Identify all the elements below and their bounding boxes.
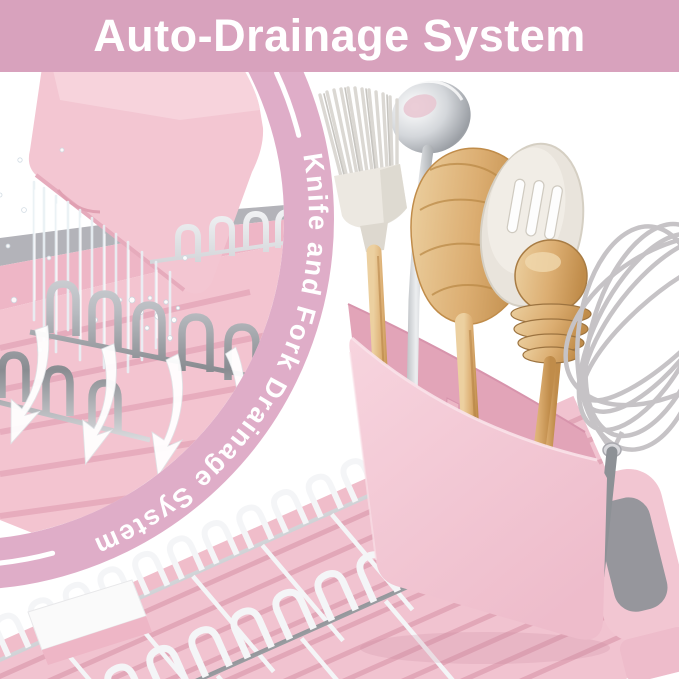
ring-dash-top xyxy=(274,70,302,138)
caddy-rim-highlight xyxy=(351,336,598,462)
title-banner: Auto-Drainage System xyxy=(0,0,679,72)
utensil-holder xyxy=(318,79,679,640)
rack-left-edge xyxy=(42,616,152,665)
banner-title: Auto-Drainage System xyxy=(93,9,586,61)
handle-gray-inset xyxy=(596,497,668,612)
caddy-shadow xyxy=(360,632,610,664)
caddy-front xyxy=(349,338,607,640)
brush-bristles xyxy=(318,86,399,182)
drainage-closeup-inset: Knife and Fork Drainage System xyxy=(0,0,334,589)
inset-ring xyxy=(0,0,334,589)
ring-dash-bottom xyxy=(0,550,56,566)
board-groove xyxy=(56,189,101,214)
inset-back-loops xyxy=(149,208,284,264)
rack-front-wires xyxy=(0,514,532,679)
